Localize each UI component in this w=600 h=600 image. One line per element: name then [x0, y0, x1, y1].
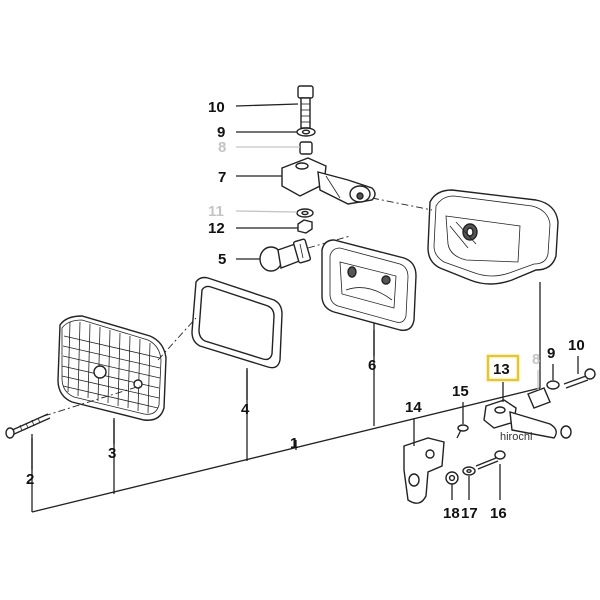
- label-13: 13: [493, 361, 510, 378]
- label-6: 6: [368, 357, 376, 374]
- bulb-part-5: [259, 235, 351, 272]
- clamp-part-13: [483, 399, 572, 439]
- assembly-bracket-line: [31, 282, 541, 513]
- screw-part-2: [5, 413, 51, 439]
- label-7: 7: [218, 169, 226, 186]
- washer-part-11: [296, 208, 314, 218]
- label-3: 3: [108, 445, 116, 462]
- label-5: 5: [218, 251, 226, 268]
- bolt-part-10-right: [563, 368, 596, 389]
- label-2: 2: [26, 471, 34, 488]
- bracket-part-14: [403, 437, 445, 504]
- leader-lines: [31, 103, 579, 500]
- housing-part-1: [427, 189, 559, 285]
- reflector-part-6: [321, 239, 417, 331]
- spacer-part-8-top: [299, 141, 313, 155]
- socket-part-7: [281, 157, 376, 205]
- bolt-part-10-top: [297, 85, 314, 129]
- label-9-top: 9: [217, 124, 225, 141]
- gasket-part-4: [191, 276, 283, 369]
- label-11: 11: [208, 203, 224, 220]
- watermark-text: hirochi: [500, 431, 532, 443]
- washer-part-17: [462, 466, 476, 476]
- label-1: 1: [290, 435, 298, 452]
- label-15: 15: [452, 383, 469, 400]
- label-16: 16: [490, 505, 507, 522]
- screw-part-16: [475, 450, 506, 470]
- nut-part-12: [297, 219, 313, 234]
- label-17: 17: [461, 505, 478, 522]
- label-10-top: 10: [208, 99, 225, 116]
- label-8-top: 8: [218, 139, 226, 156]
- label-4: 4: [241, 401, 250, 418]
- nut-part-18: [445, 471, 459, 485]
- label-12: 12: [208, 220, 225, 237]
- label-9-right: 9: [547, 345, 555, 362]
- spacer-part-8-right: [527, 387, 551, 409]
- label-18: 18: [443, 505, 460, 522]
- highlight-box-13: 13: [486, 354, 520, 382]
- lens-part-3: [43, 315, 167, 421]
- washer-part-9-right: [546, 380, 560, 390]
- screw-part-15: [456, 424, 469, 439]
- label-8-right: 8: [532, 351, 540, 368]
- label-14: 14: [405, 399, 422, 416]
- washer-part-9-top: [296, 127, 316, 137]
- label-10-right: 10: [568, 337, 585, 354]
